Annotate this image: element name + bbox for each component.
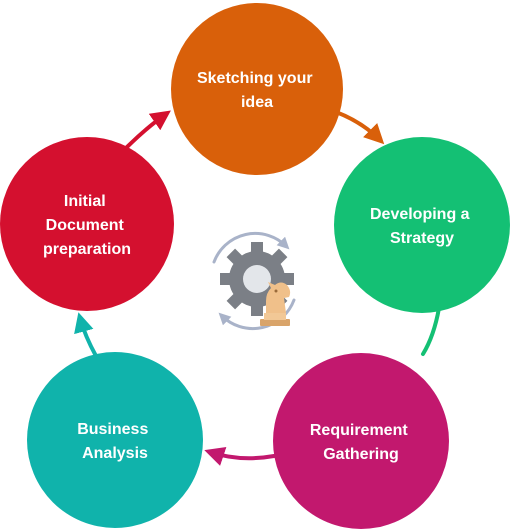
arrow-strategy-to-requirement <box>421 306 441 356</box>
node-developing-a-strategy: Developing a Strategy <box>334 137 510 313</box>
arrow-business-to-initial <box>74 312 98 358</box>
arrow-sketch-to-strategy <box>334 110 385 145</box>
node-label-line: Business <box>77 421 148 438</box>
node-label-line: Analysis <box>82 445 148 462</box>
node-label-line: Gathering <box>323 446 399 463</box>
node-label-line: preparation <box>43 241 131 258</box>
node-label-line: Initial <box>64 193 106 210</box>
svg-text:Initial Document p: Initial Document preparation <box>43 193 131 258</box>
node-label-line: Developing a <box>370 206 470 223</box>
node-circle <box>171 3 343 175</box>
svg-text:Requirement Gathering: Requirement Gathering <box>310 422 412 463</box>
node-circle <box>334 137 510 313</box>
arrow-requirement-to-business <box>204 446 276 466</box>
svg-text:Sketching your idea: Sketching your idea <box>197 70 317 111</box>
node-circle <box>27 352 203 528</box>
node-requirement-gathering: Requirement Gathering <box>273 353 449 529</box>
gear-chess-knight-icon <box>212 231 296 331</box>
node-label-line: Strategy <box>390 230 454 247</box>
node-circle <box>273 353 449 529</box>
chess-knight-shape <box>260 282 291 326</box>
node-initial-document-preparation: Initial Document preparation <box>0 137 174 311</box>
node-label-line: Document <box>46 217 125 234</box>
node-label-line: idea <box>241 94 273 111</box>
svg-text:Developing a Strategy: Developing a Strategy <box>370 206 474 247</box>
cycle-arrow-bottom <box>218 298 296 331</box>
arrow-initial-to-sketch <box>122 110 171 152</box>
node-circle <box>0 137 174 311</box>
node-sketching-your-idea: Sketching your idea <box>171 3 343 175</box>
svg-text:Business Analysis: Business Analysis <box>77 421 153 462</box>
node-label-line: Sketching your <box>197 70 313 87</box>
node-label-line: Requirement <box>310 422 408 439</box>
node-business-analysis: Business Analysis <box>27 352 203 528</box>
cycle-arrow-top <box>212 231 290 264</box>
